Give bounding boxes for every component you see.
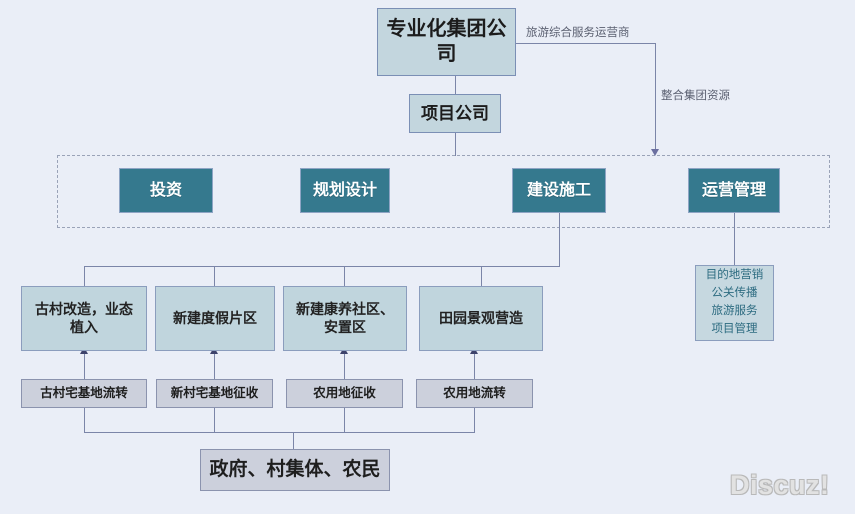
operations-item-3: 旅游服务 xyxy=(711,305,758,317)
connector-group-to-project xyxy=(455,76,457,95)
node-project-resort-area[interactable]: 新建度假片区 xyxy=(155,286,275,351)
connector-projects-bus xyxy=(84,266,560,268)
connector-stake-stub-3 xyxy=(344,408,346,432)
operations-item-4: 项目管理 xyxy=(711,322,758,335)
operations-item-1: 目的地营销 xyxy=(705,269,764,282)
discuz-watermark: Discuz! xyxy=(730,470,830,500)
node-function-operations[interactable]: 运营管理 xyxy=(688,168,780,213)
node-land-farmland-acquisition[interactable]: 农用地征收 xyxy=(286,379,403,408)
operations-item-2: 公关传播 xyxy=(711,287,758,300)
node-land-old-village-transfer[interactable]: 古村宅基地流转 xyxy=(21,379,147,408)
connector-operator-arrowhead xyxy=(651,149,659,156)
connector-project-drop-1 xyxy=(84,266,86,286)
node-function-investment[interactable]: 投资 xyxy=(119,168,213,213)
connector-land-up-3 xyxy=(344,351,346,379)
connector-project-drop-2 xyxy=(214,266,216,286)
connector-project-to-group xyxy=(455,132,457,156)
connector-land-up-1 xyxy=(84,351,86,379)
edge-label-integrate: 整合集团资源 xyxy=(661,90,730,102)
node-operations-details[interactable]: 目的地营销 公关传播 旅游服务 项目管理 xyxy=(695,265,774,341)
connector-operations-down xyxy=(734,212,736,265)
node-project-village-renovation[interactable]: 古村改造，业态植入 xyxy=(21,286,147,351)
node-project-landscape[interactable]: 田园景观营造 xyxy=(419,286,543,351)
node-land-new-village-acquisition[interactable]: 新村宅基地征收 xyxy=(156,379,273,408)
node-function-planning[interactable]: 规划设计 xyxy=(300,168,390,213)
connector-operator-vertical xyxy=(655,43,657,151)
connector-project-drop-3 xyxy=(344,266,346,286)
connector-project-drop-4 xyxy=(481,266,483,286)
node-project-company[interactable]: 项目公司 xyxy=(409,94,501,133)
node-group-company[interactable]: 专业化集团公司 xyxy=(377,8,516,76)
connector-stake-stub-2 xyxy=(214,408,216,432)
functions-group-container xyxy=(57,155,830,228)
connector-operator-horizontal xyxy=(516,43,656,45)
connector-land-up-2 xyxy=(214,351,216,379)
connector-stakeholders-bus xyxy=(84,432,475,434)
connector-stake-stub-4 xyxy=(474,408,476,432)
connector-stake-stub-1 xyxy=(84,408,86,432)
node-stakeholders[interactable]: 政府、村集体、农民 xyxy=(200,449,390,491)
node-function-construction[interactable]: 建设施工 xyxy=(512,168,606,213)
node-project-health-community[interactable]: 新建康养社区、安置区 xyxy=(283,286,407,351)
connector-land-up-4 xyxy=(474,351,476,379)
connector-construction-down xyxy=(559,212,561,266)
connector-stakeholders-down xyxy=(293,432,295,449)
edge-label-operator: 旅游综合服务运营商 xyxy=(526,27,630,39)
node-land-farmland-transfer[interactable]: 农用地流转 xyxy=(416,379,533,408)
